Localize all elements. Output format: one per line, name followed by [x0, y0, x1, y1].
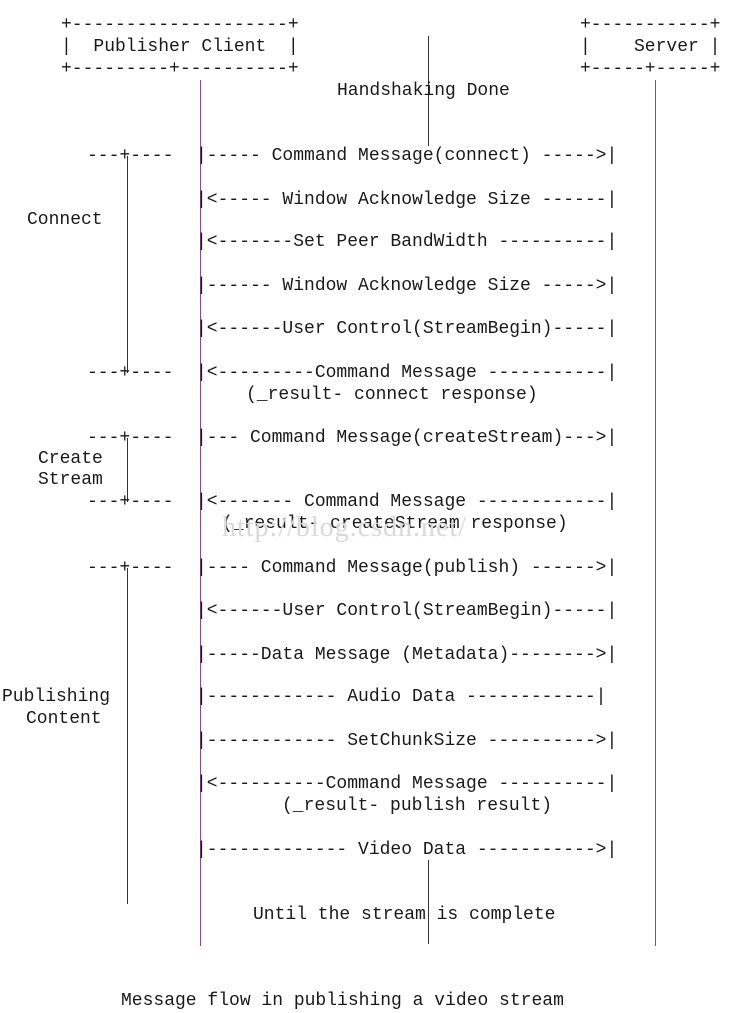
msg-command-result-createstream: |<------- Command Message ------------|	[196, 492, 618, 512]
publishing-bracket-start: ---+----	[87, 558, 174, 578]
create-stream-bracket-start: ---+----	[87, 428, 174, 448]
watermark: http://blog.csdn.net/	[222, 512, 467, 543]
msg-set-peer-bandwidth: |<-------Set Peer BandWidth ----------|	[196, 232, 618, 252]
diagram-caption: Message flow in publishing a video strea…	[121, 991, 564, 1011]
msg-command-result-publish: |<----------Command Message ----------|	[196, 774, 618, 794]
server-lifeline	[655, 80, 656, 946]
msg-publish-result-note: (_result- publish result)	[282, 796, 553, 816]
server-box-top: +-----------+	[580, 15, 721, 35]
msg-video-data: |------------- Video Data ----------->|	[196, 840, 618, 860]
msg-command-result: |<---------Command Message -----------|	[196, 363, 618, 383]
client-box-label: | Publisher Client |	[61, 37, 299, 57]
msg-connect-response-note: (_result- connect response)	[246, 385, 538, 405]
center-divider-top	[428, 36, 429, 146]
connect-group-label: Connect	[27, 210, 103, 230]
create-stream-label-line2: Stream	[38, 470, 103, 490]
handshake-label: Handshaking Done	[337, 81, 510, 101]
connect-bracket-end: ---+----	[87, 363, 174, 383]
msg-set-chunk-size: |------------ SetChunkSize ---------->|	[196, 731, 618, 751]
msg-window-ack-size-in: |<----- Window Acknowledge Size ------|	[196, 190, 618, 210]
msg-createstream-response-note: (_result- createStream response)	[222, 514, 568, 534]
msg-command-publish: |---- Command Message(publish) ------>|	[196, 558, 618, 578]
publishing-bracket	[127, 568, 128, 904]
center-divider-bottom	[428, 860, 429, 944]
publishing-label-line1: Publishing	[2, 687, 111, 707]
msg-user-control-streambegin-2: |<------User Control(StreamBegin)-----|	[196, 601, 618, 621]
create-stream-label-line1: Create	[38, 449, 103, 469]
msg-command-createstream: |--- Command Message(createStream)--->|	[196, 428, 618, 448]
create-stream-bracket	[127, 438, 128, 502]
connect-bracket-start: ---+----	[87, 146, 174, 166]
stream-complete-note: Until the stream is complete	[253, 905, 556, 925]
msg-user-control-streambegin: |<------User Control(StreamBegin)-----|	[196, 319, 618, 339]
create-stream-bracket-end: ---+----	[87, 492, 174, 512]
client-lifeline	[200, 80, 201, 946]
client-box-top: +--------------------+	[61, 15, 299, 35]
client-box-bottom: +---------+----------+	[61, 59, 299, 79]
msg-audio-data: |------------ Audio Data ------------|	[196, 687, 607, 707]
msg-data-metadata: |-----Data Message (Metadata)-------->|	[196, 645, 618, 665]
msg-command-connect: |----- Command Message(connect) ----->|	[196, 146, 618, 166]
server-box-bottom: +-----+-----+	[580, 59, 721, 79]
connect-bracket	[127, 156, 128, 373]
msg-window-ack-size-out: |------ Window Acknowledge Size ----->|	[196, 276, 618, 296]
publishing-label-line2: Content	[26, 709, 102, 729]
server-box-label: | Server |	[580, 37, 721, 57]
